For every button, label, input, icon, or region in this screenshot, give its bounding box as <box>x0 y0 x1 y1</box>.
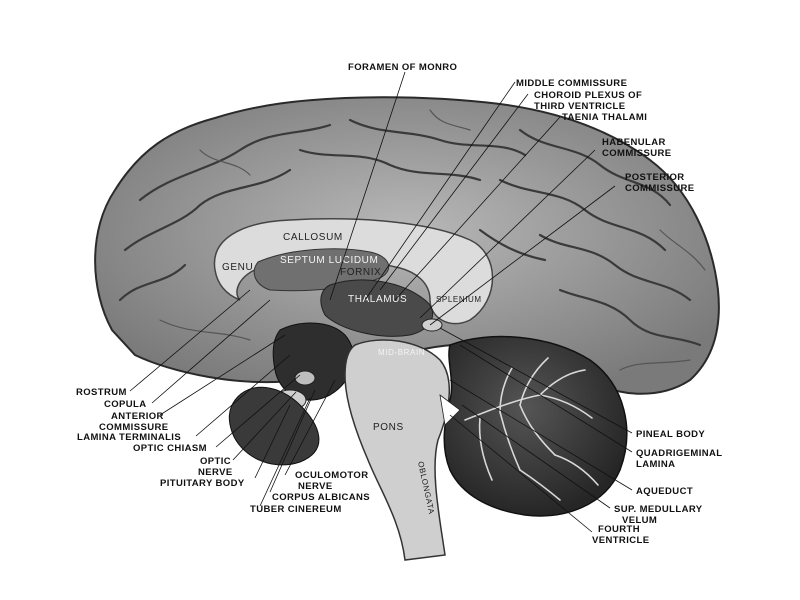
label-thalamus: THALAMUS <box>348 294 407 305</box>
label-choroid-plexus-1: CHOROID PLEXUS OF <box>534 90 642 101</box>
label-habenular-2: COMMISSURE <box>602 148 671 159</box>
label-optic-nerve-2: NERVE <box>198 467 233 478</box>
label-lamina-terminalis: LAMINA TERMINALIS <box>77 432 181 443</box>
label-sup-medullary-1: SUP. MEDULLARY <box>614 504 703 515</box>
label-optic-chiasm: OPTIC CHIASM <box>133 443 207 454</box>
label-foramen-monro: FORAMEN OF MONRO <box>348 62 457 73</box>
label-taenia-thalami: TAENIA THALAMI <box>562 112 647 123</box>
label-quadrigeminal-2: LAMINA <box>636 459 675 470</box>
label-middle-commissure: MIDDLE COMMISSURE <box>516 78 627 89</box>
optic-chiasm <box>294 370 316 386</box>
label-posterior-2: COMMISSURE <box>625 183 694 194</box>
label-habenular-1: HABENULAR <box>602 137 666 148</box>
label-pineal-body: PINEAL BODY <box>636 429 705 440</box>
label-pituitary: PITUITARY BODY <box>160 478 245 489</box>
label-callosum: CALLOSUM <box>283 232 343 243</box>
label-septum: SEPTUM LUCIDUM <box>280 255 378 266</box>
label-anterior-1: ANTERIOR <box>111 411 164 422</box>
corpus-callosum <box>213 218 494 325</box>
label-optic-nerve-1: OPTIC <box>200 456 231 467</box>
label-fourth-2: VENTRICLE <box>592 535 649 546</box>
label-choroid-plexus-2: THIRD VENTRICLE <box>534 101 626 112</box>
label-aqueduct: AQUEDUCT <box>636 486 693 497</box>
label-midbrain: MID-BRAIN <box>378 348 425 357</box>
third-ventricle-region <box>272 322 354 401</box>
label-oculomotor-2: NERVE <box>298 481 333 492</box>
label-pons: PONS <box>373 422 404 433</box>
temporal-underside <box>228 386 320 466</box>
label-sup-medullary-2: VELUM <box>622 515 657 526</box>
arbor-vitae <box>464 357 599 501</box>
label-posterior-1: POSTERIOR <box>625 172 685 183</box>
label-splenium: SPLENIUM <box>436 295 482 304</box>
label-anterior-2: COMMISSURE <box>99 422 168 433</box>
pineal-body-shape <box>421 318 443 332</box>
label-fornix: FORNIX <box>340 267 381 278</box>
label-rostrum: ROSTRUM <box>76 387 127 398</box>
label-quadrigeminal-1: QUADRIGEMINAL <box>636 448 722 459</box>
label-fourth-1: FOURTH <box>598 524 640 535</box>
leader-lines <box>129 71 633 533</box>
label-copula: COPULA <box>104 399 147 410</box>
brainstem <box>344 339 450 561</box>
label-oculomotor-1: OCULOMOTOR <box>295 470 369 481</box>
label-genu: GENU <box>222 262 253 273</box>
thalamus-region <box>320 279 434 337</box>
label-tuber-cinereum: TUBER CINEREUM <box>250 504 342 515</box>
label-corpus-albicans: CORPUS ALBICANS <box>272 492 370 503</box>
gyri-pattern <box>118 109 706 371</box>
